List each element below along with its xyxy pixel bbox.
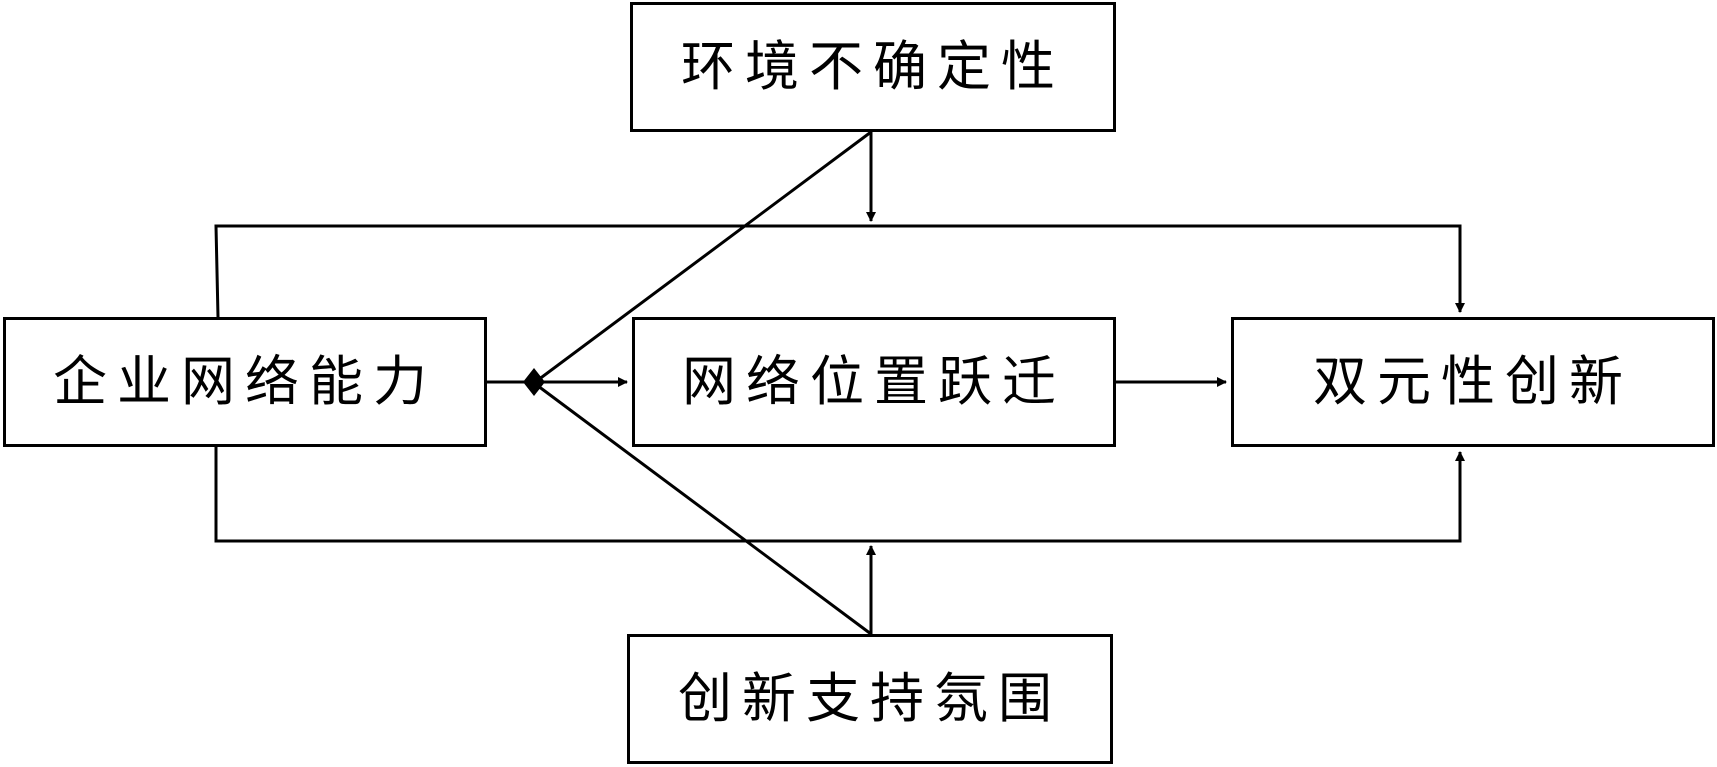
environmental-uncertainty-box: 环境不确定性 — [630, 2, 1116, 132]
network-capability-label: 企业网络能力 — [53, 350, 437, 413]
innovation-climate-box: 创新支持氛围 — [627, 634, 1113, 764]
climate-to-junction-line — [533, 381, 872, 636]
bottom-path-line — [214, 447, 1465, 543]
network-position-shift-box: 网络位置跃迁 — [632, 317, 1116, 447]
top-path-line — [214, 224, 1465, 318]
network-position-shift-label: 网络位置跃迁 — [682, 350, 1066, 413]
network-capability-box: 企业网络能力 — [3, 317, 487, 447]
ambidextrous-innovation-label: 双元性创新 — [1313, 350, 1633, 413]
environmental-uncertainty-label: 环境不确定性 — [681, 35, 1065, 98]
junction-arrowhead — [523, 368, 545, 396]
env-to-junction-line — [533, 130, 872, 385]
innovation-climate-label: 创新支持氛围 — [678, 667, 1062, 730]
ambidextrous-innovation-box: 双元性创新 — [1231, 317, 1715, 447]
